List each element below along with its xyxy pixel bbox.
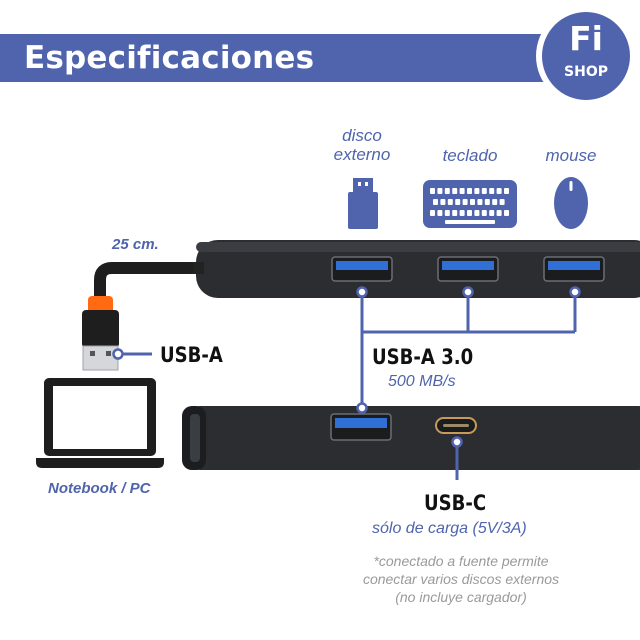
usb-c-port xyxy=(435,417,477,434)
keyboard-icon xyxy=(423,180,517,228)
keyboard-key xyxy=(477,199,483,205)
keyboard-key xyxy=(433,199,438,205)
footnote-line2: conectar varios discos externos xyxy=(362,571,560,587)
keyboard-key xyxy=(474,188,480,194)
hub-cable xyxy=(94,262,194,304)
usb-c-label: USB-C xyxy=(424,491,487,515)
keyboard-key xyxy=(489,188,495,194)
keyboard-key xyxy=(437,188,443,194)
device-label-disco-line2: externo xyxy=(333,145,391,164)
device-label-disco-line1: disco xyxy=(342,126,382,145)
usb-a-port-1 xyxy=(331,256,393,282)
keyboard-spacebar xyxy=(445,220,495,224)
footnote-line3: (no incluye cargador) xyxy=(395,589,527,605)
device-label-teclado: teclado xyxy=(442,146,498,165)
keyboard-key xyxy=(481,188,487,194)
keyboard-key xyxy=(492,199,498,205)
notebook-label: Notebook / PC xyxy=(48,480,151,497)
keyboard-key xyxy=(481,210,487,216)
usb-a-label: USB-A xyxy=(160,343,223,367)
keyboard-key xyxy=(444,210,450,216)
keyboard-key xyxy=(452,210,458,216)
logo-text-fi: Fi xyxy=(569,19,603,58)
keyboard-key xyxy=(459,210,465,216)
keyboard-key xyxy=(470,199,475,205)
cable-length-label: 25 cm. xyxy=(112,236,159,253)
keyboard-key xyxy=(444,188,450,194)
keyboard-key xyxy=(447,199,453,205)
keyboard-key xyxy=(496,210,502,216)
usb-a-port-4 xyxy=(330,413,392,441)
usb-a3-speed: 500 MB/s xyxy=(388,373,456,390)
keyboard-key xyxy=(430,188,435,194)
hub-bottom xyxy=(182,406,640,470)
keyboard-key xyxy=(437,210,443,216)
mouse-icon xyxy=(554,177,588,229)
notebook-icon xyxy=(36,378,164,468)
footnote: *conectado a fuente permite conectar var… xyxy=(336,552,586,606)
keyboard-key xyxy=(499,199,505,205)
usb-stick-icon xyxy=(348,178,378,229)
keyboard-key xyxy=(496,188,502,194)
keyboard-key xyxy=(474,210,480,216)
keyboard-key xyxy=(440,199,446,205)
keyboard-key xyxy=(504,210,509,216)
keyboard-key xyxy=(452,188,458,194)
usb-a3-label: USB-A 3.0 xyxy=(372,345,474,369)
keyboard-key xyxy=(462,199,468,205)
usb-a-plug-body xyxy=(82,310,119,348)
keyboard-key xyxy=(430,210,435,216)
device-label-mouse: mouse xyxy=(545,146,597,165)
keyboard-key xyxy=(455,199,461,205)
connector-lines xyxy=(118,292,577,480)
keyboard-key xyxy=(459,188,465,194)
keyboard-key xyxy=(467,210,472,216)
connector-dots xyxy=(112,286,581,448)
hub-top xyxy=(186,240,640,298)
logo-badge: Fi SHOP xyxy=(542,12,630,100)
keyboard-key xyxy=(467,188,472,194)
footnote-line1: *conectado a fuente permite xyxy=(373,553,549,569)
usb-a-plug-connector xyxy=(82,345,119,371)
device-label-disco: disco externo xyxy=(325,126,399,164)
cable-strain-relief xyxy=(88,296,113,314)
usb-c-detail: sólo de carga (5V/3A) xyxy=(372,520,527,537)
usb-a-port-3 xyxy=(543,256,605,282)
page-title: Especificaciones xyxy=(24,40,315,76)
title-banner xyxy=(0,34,545,82)
keyboard-key xyxy=(504,188,509,194)
usb-a-port-2 xyxy=(437,256,499,282)
keyboard-key xyxy=(484,199,490,205)
logo-text-shop: SHOP xyxy=(564,64,608,80)
keyboard-key xyxy=(489,210,495,216)
